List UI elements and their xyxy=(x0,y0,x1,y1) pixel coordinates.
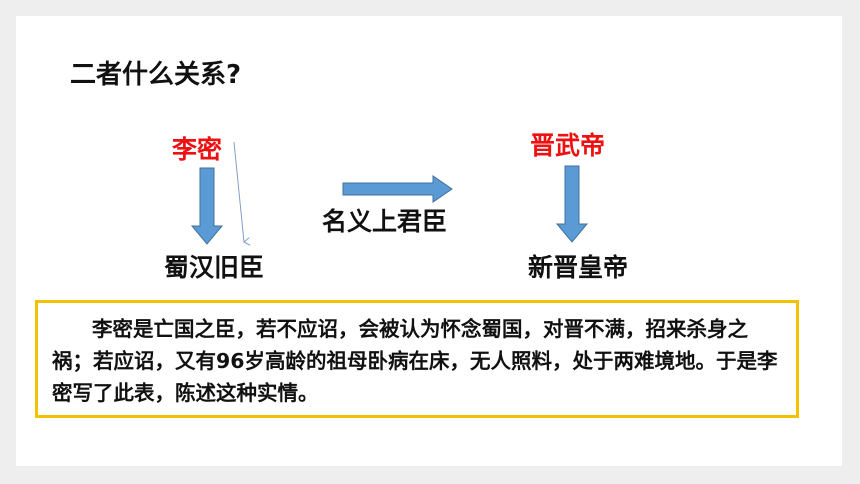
node-shu-han-old-minister: 蜀汉旧臣 xyxy=(164,253,265,282)
explanation-paragraph: 李密是亡国之臣，若不应诏，会被认为怀念蜀国，对晋不满，招来杀身之祸；若应诏，又有… xyxy=(52,317,778,405)
node-new-jin-emperor: 新晋皇帝 xyxy=(528,253,629,282)
slide-title: 二者什么关系? xyxy=(70,60,242,90)
thin-pointer-line xyxy=(233,141,244,242)
down-arrow-right xyxy=(555,165,589,243)
explanation-textbox: 李密是亡国之臣，若不应诏，会被认为怀念蜀国，对晋不满，招来杀身之祸；若应诏，又有… xyxy=(35,300,799,418)
slide-canvas: 二者什么关系? 李密 晋武帝 蜀汉旧臣 新晋皇帝 名义上君臣 李密是亡国之臣，若… xyxy=(16,16,842,466)
relation-label: 名义上君臣 xyxy=(322,207,448,236)
right-arrow-center xyxy=(342,175,453,203)
diagram-arrows xyxy=(190,141,589,300)
node-li-mi: 李密 xyxy=(172,135,223,164)
node-jin-wudi: 晋武帝 xyxy=(530,131,606,160)
down-arrow-left xyxy=(190,167,224,245)
